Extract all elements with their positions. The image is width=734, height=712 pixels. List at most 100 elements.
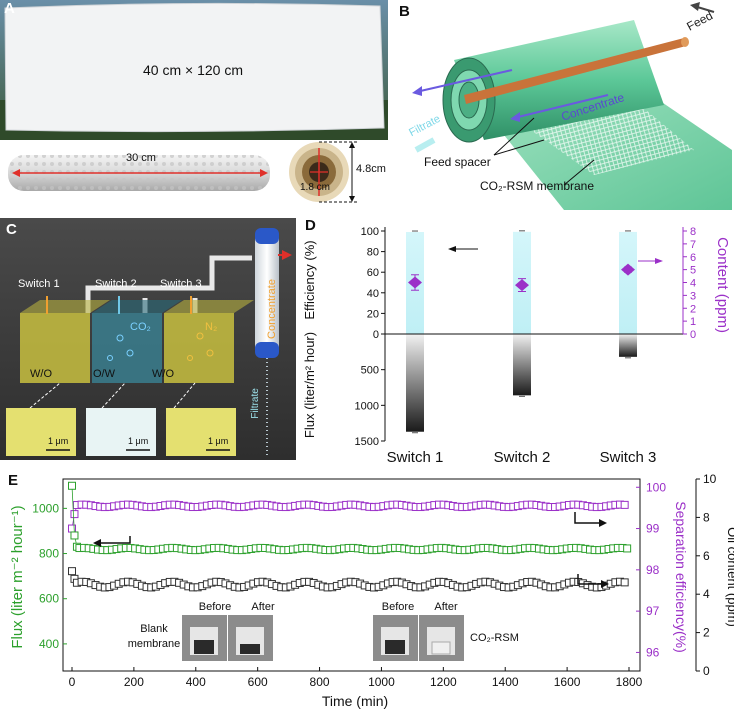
flux-axis-title: Flux (liter/m² hour)	[302, 332, 317, 438]
roll-length-label: 30 cm	[126, 152, 156, 164]
efficiency-tick-label-1: 20	[367, 308, 379, 320]
eff-tick-label-4: 100	[646, 480, 666, 494]
blank-membrane-label-2: membrane	[128, 638, 181, 650]
content-tick-label-5: 5	[690, 265, 696, 277]
membrane-label: CO₂-RSM membrane	[480, 179, 595, 193]
switch-3-label: Switch 3	[160, 278, 202, 290]
eff-series-arrow	[574, 512, 600, 524]
oil-tick-label-1: 2	[703, 626, 710, 640]
x-tick-label-5: 1000	[368, 675, 395, 689]
photo-insets	[182, 615, 464, 661]
content-marker-2	[515, 279, 529, 292]
n2-gas-label: N₂	[205, 321, 218, 333]
flux-tick-label-3: 1000	[32, 501, 59, 515]
x-tick-label-8: 1600	[554, 675, 581, 689]
right-axis-arrow-head	[655, 258, 663, 264]
oil-series-arrow-head	[601, 580, 609, 588]
flux-axis-title: Flux (liter m⁻² hour⁻¹)	[9, 505, 26, 648]
x-axis-title: Time (min)	[322, 693, 388, 709]
series-1-point-121	[623, 544, 632, 553]
flux-tick-label-0: 400	[39, 637, 59, 651]
flux-bar-1	[406, 334, 424, 432]
series-2-point-0	[68, 567, 76, 576]
x-tick-label-6: 1200	[430, 675, 457, 689]
x-tick-label-2: 400	[186, 675, 206, 689]
series-line-1	[71, 485, 628, 551]
panel-d-label: D	[305, 217, 316, 234]
efficiency-tick-label-4: 80	[367, 247, 379, 259]
flux-tick-label-2: 1000	[355, 400, 379, 412]
efficiency-tick-label-2: 40	[367, 288, 379, 300]
tank-3-label: W/O	[152, 368, 174, 380]
x-tick-label-4: 800	[310, 675, 330, 689]
panel-c-label: C	[6, 221, 17, 238]
content-marker-3	[621, 263, 635, 276]
scale-bar-1: 1 μm	[48, 436, 69, 446]
efficiency-tick-label-3: 60	[367, 267, 379, 279]
flux-tick-label-1: 500	[361, 365, 379, 377]
panel-a-illustration	[0, 0, 388, 210]
x-tick-label-9: 1800	[616, 675, 643, 689]
content-tick-label-2: 2	[690, 303, 696, 315]
eff-tick-label-0: 96	[646, 645, 660, 659]
co2-gas-label: CO₂	[130, 321, 151, 333]
long-term-stability-chart: Before After Before After Blank membrane…	[9, 472, 734, 709]
switch-2-label: Switch 2	[95, 278, 137, 290]
flux-series-arrow	[100, 536, 131, 544]
content-tick-label-8: 8	[690, 226, 696, 238]
panel-c: C Switch 1 Switch 2 Switch 3 W/O O/W W/O…	[0, 218, 296, 460]
blank-membrane-label-1: Blank	[140, 623, 168, 635]
eff-tick-label-3: 99	[646, 522, 660, 536]
core-diameter-label: 1.8 cm	[300, 182, 331, 193]
switching-setup-illustration	[0, 218, 296, 460]
content-tick-label-1: 1	[690, 316, 696, 328]
series-0-point-120	[620, 500, 629, 509]
x-tick-label-3: 600	[248, 675, 268, 689]
oil-tick-label-3: 6	[703, 549, 710, 563]
series-2	[68, 567, 629, 592]
after-label-2: After	[434, 601, 458, 613]
x-tick-label-1: 200	[124, 675, 144, 689]
panel-a-label: A	[4, 0, 15, 17]
panel-e-label: E	[8, 472, 19, 489]
panel-a: A 40 cm × 120 cm 30 cm 4.8cm 1.8 cm	[0, 0, 388, 210]
roll-diameter-label: 4.8cm	[356, 163, 386, 175]
oil-tick-label-5: 10	[703, 472, 717, 486]
eff-series-arrow-head	[599, 519, 607, 527]
concentrate-label: Concentrate	[265, 279, 278, 339]
after-label-1: After	[251, 601, 275, 613]
series-1-point-1	[70, 531, 79, 540]
panel-b: B Feed Filtrate Concentrate Feed spacer …	[394, 0, 734, 210]
series-1-point-0	[68, 481, 76, 490]
category-label-2: Switch 2	[494, 449, 551, 466]
x-tick-label-0: 0	[69, 675, 76, 689]
efficiency-axis-title: Efficiency (%)	[302, 240, 317, 319]
tank-2-label: O/W	[93, 368, 115, 380]
before-label-2: Before	[382, 601, 414, 613]
content-tick-label-6: 6	[690, 252, 696, 264]
series-1	[68, 481, 632, 555]
co2-rsm-label: CO₂-RSM	[470, 632, 519, 644]
series-0	[68, 500, 629, 533]
oil-tick-label-0: 0	[703, 664, 710, 678]
flux-tick-label-1: 600	[39, 592, 59, 606]
content-axis-title: Content (ppm)	[714, 237, 731, 333]
content-tick-label-7: 7	[690, 239, 696, 251]
fabric-size-label: 40 cm × 120 cm	[143, 62, 243, 78]
left-axis-arrow-head	[448, 246, 456, 252]
filtrate-label: Filtrate	[249, 388, 261, 419]
switch-1-label: Switch 1	[18, 278, 60, 290]
feed-spacer-label: Feed spacer	[424, 155, 491, 169]
content-tick-label-3: 3	[690, 290, 696, 302]
panel-b-label: B	[399, 3, 410, 20]
x-tick-label-7: 1400	[492, 675, 519, 689]
before-label-1: Before	[199, 601, 231, 613]
eff-tick-label-1: 97	[646, 604, 660, 618]
tank-1-label: W/O	[30, 368, 52, 380]
efficiency-tick-label-0: 0	[373, 329, 379, 341]
category-label-1: Switch 1	[387, 449, 444, 466]
content-tick-label-0: 0	[690, 329, 696, 341]
efficiency-tick-label-5: 100	[361, 226, 379, 238]
series-0-point-1	[70, 510, 79, 519]
